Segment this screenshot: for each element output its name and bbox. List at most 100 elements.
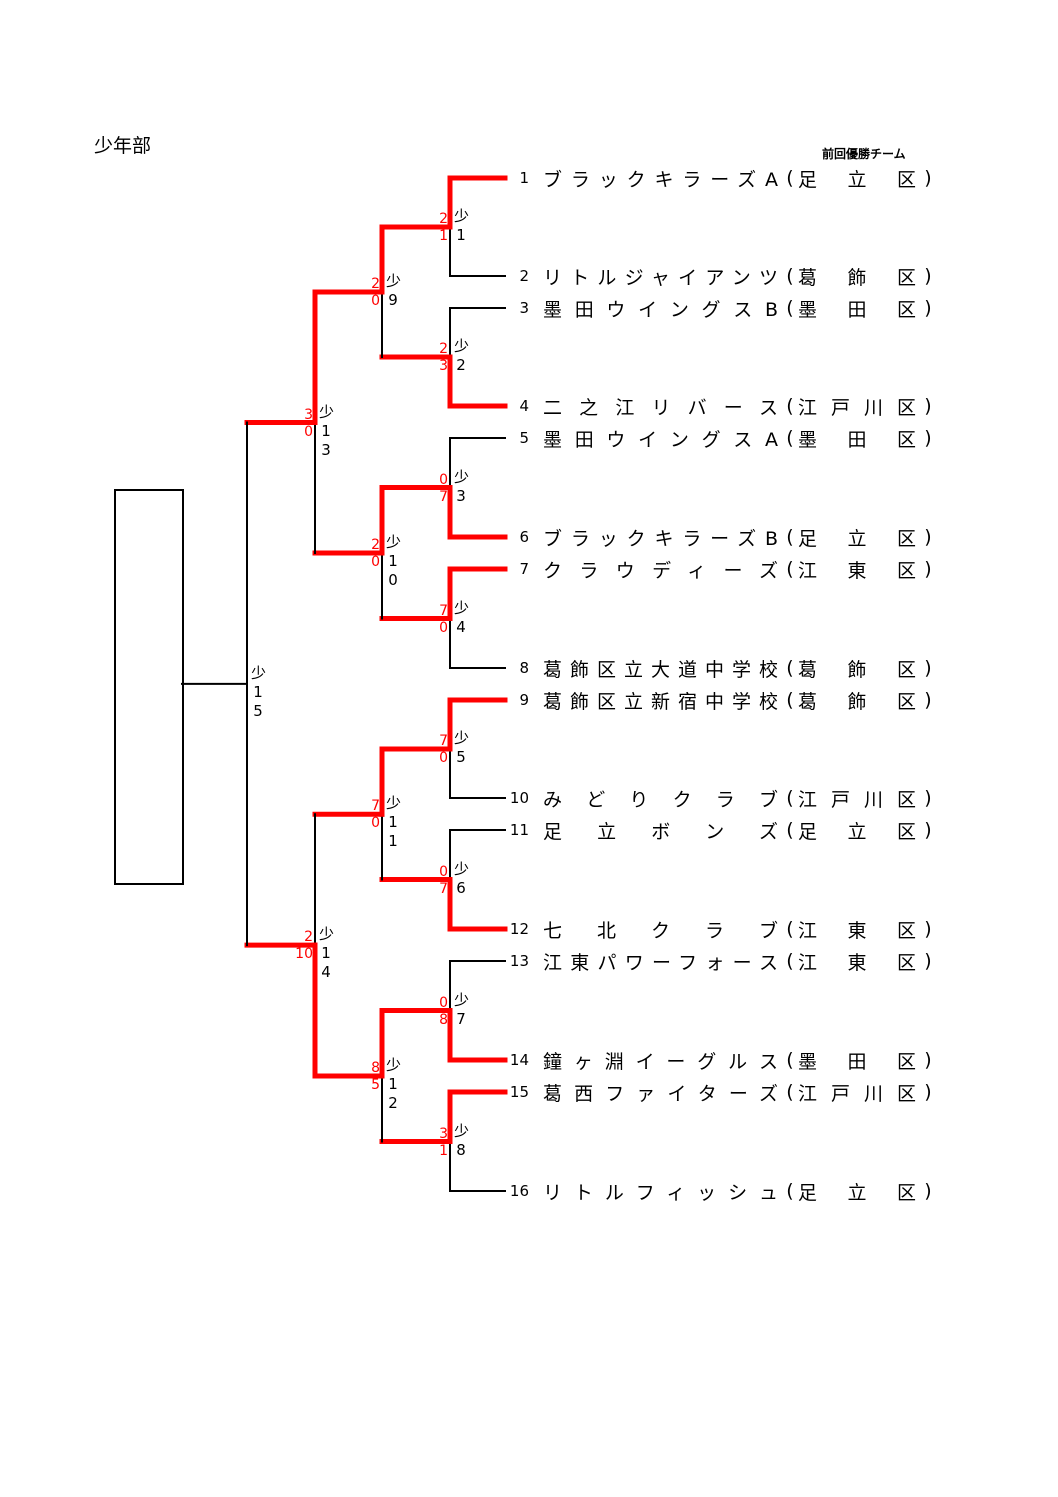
team-name: 鐘ヶ淵イーグルス: [543, 1050, 778, 1073]
close-paren: ): [924, 1081, 932, 1103]
team-name: みどりクラブ: [543, 788, 778, 811]
match-label-char: 5: [253, 701, 263, 720]
score-bottom: 0: [304, 423, 313, 440]
team-number: 15: [509, 1083, 529, 1101]
match-label-char: 1: [388, 552, 398, 570]
score-top: 0: [439, 471, 448, 488]
match-label-char: 1: [253, 682, 263, 701]
team-name: クラウディーズ: [543, 559, 778, 582]
open-paren: (: [786, 558, 794, 580]
score-top: 3: [304, 406, 313, 423]
close-paren: ): [924, 297, 932, 319]
match-label-char: 6: [456, 878, 466, 897]
match-label-char: 3: [321, 440, 331, 459]
team-district: 墨田区: [798, 428, 916, 451]
team-district: 足立区: [798, 820, 916, 843]
team-district: 墨田区: [798, 1050, 916, 1073]
score-bottom: 1: [439, 228, 448, 244]
score-bottom: 10: [295, 946, 313, 963]
score-bottom: 0: [439, 750, 448, 766]
team-district: 足立区: [798, 1181, 916, 1204]
open-paren: (: [786, 427, 794, 449]
team-district: 足立区: [798, 527, 916, 550]
open-paren: (: [786, 1049, 794, 1071]
match-label-char: 5: [456, 748, 466, 766]
close-paren: ): [924, 558, 932, 580]
score-top: 8: [371, 1060, 380, 1076]
score-bottom: 0: [439, 619, 448, 636]
team-number: 9: [519, 691, 529, 709]
match-label-char: 1: [321, 421, 331, 440]
score-bottom: 0: [371, 815, 380, 832]
match-label-char: 1: [456, 226, 466, 244]
close-paren: ): [924, 950, 932, 972]
score-bottom: 8: [439, 1011, 448, 1028]
close-paren: ): [924, 657, 932, 679]
match-label-char: 少: [454, 598, 470, 617]
match-label-char: 少: [454, 467, 470, 486]
match-label-char: 2: [456, 356, 466, 374]
match-label-char: 少: [251, 663, 267, 682]
team-number: 5: [519, 429, 529, 447]
team-name: 二之江リバース: [543, 396, 778, 419]
team-number: 14: [509, 1051, 529, 1069]
score-top: 7: [439, 602, 448, 619]
score-top: 2: [371, 276, 380, 292]
team-name: リトルフィッシュ: [543, 1181, 778, 1204]
close-paren: ): [924, 787, 932, 809]
team-district: 江戸川区: [798, 396, 916, 419]
open-paren: (: [786, 787, 794, 809]
match-label-char: 0: [388, 571, 398, 589]
match-label-char: 3: [456, 486, 466, 505]
match-label-char: 少: [454, 207, 470, 225]
open-paren: (: [786, 526, 794, 548]
team-number: 3: [519, 299, 529, 317]
score-top: 2: [439, 211, 448, 227]
score-top: 7: [439, 733, 448, 749]
open-paren: (: [786, 657, 794, 679]
close-paren: ): [924, 1180, 932, 1202]
team-name: 墨田ウイングスA: [543, 428, 778, 451]
score-top: 2: [439, 341, 448, 357]
close-paren: ): [924, 526, 932, 548]
score-bottom: 0: [371, 554, 380, 570]
match-label-char: 4: [321, 963, 331, 982]
close-paren: ): [924, 689, 932, 711]
close-paren: ): [924, 1049, 932, 1071]
team-number: 11: [509, 821, 529, 839]
match-label-char: 少: [319, 925, 335, 944]
score-top: 2: [371, 537, 380, 553]
match-label-char: 少: [454, 729, 470, 747]
team-number: 8: [519, 659, 529, 677]
team-district: 葛飾区: [798, 266, 916, 289]
score-top: 7: [371, 798, 380, 815]
team-district: 足立区: [798, 168, 916, 191]
score-bottom: 7: [439, 488, 448, 505]
team-number: 1: [519, 169, 529, 187]
open-paren: (: [786, 167, 794, 189]
team-district: 江東区: [798, 559, 916, 582]
team-district: 葛飾区: [798, 658, 916, 681]
close-paren: ): [924, 819, 932, 841]
match-label-char: 9: [388, 291, 398, 309]
score-top: 0: [439, 994, 448, 1011]
match-label-char: 2: [388, 1094, 398, 1112]
match-label-char: 8: [456, 1140, 466, 1159]
